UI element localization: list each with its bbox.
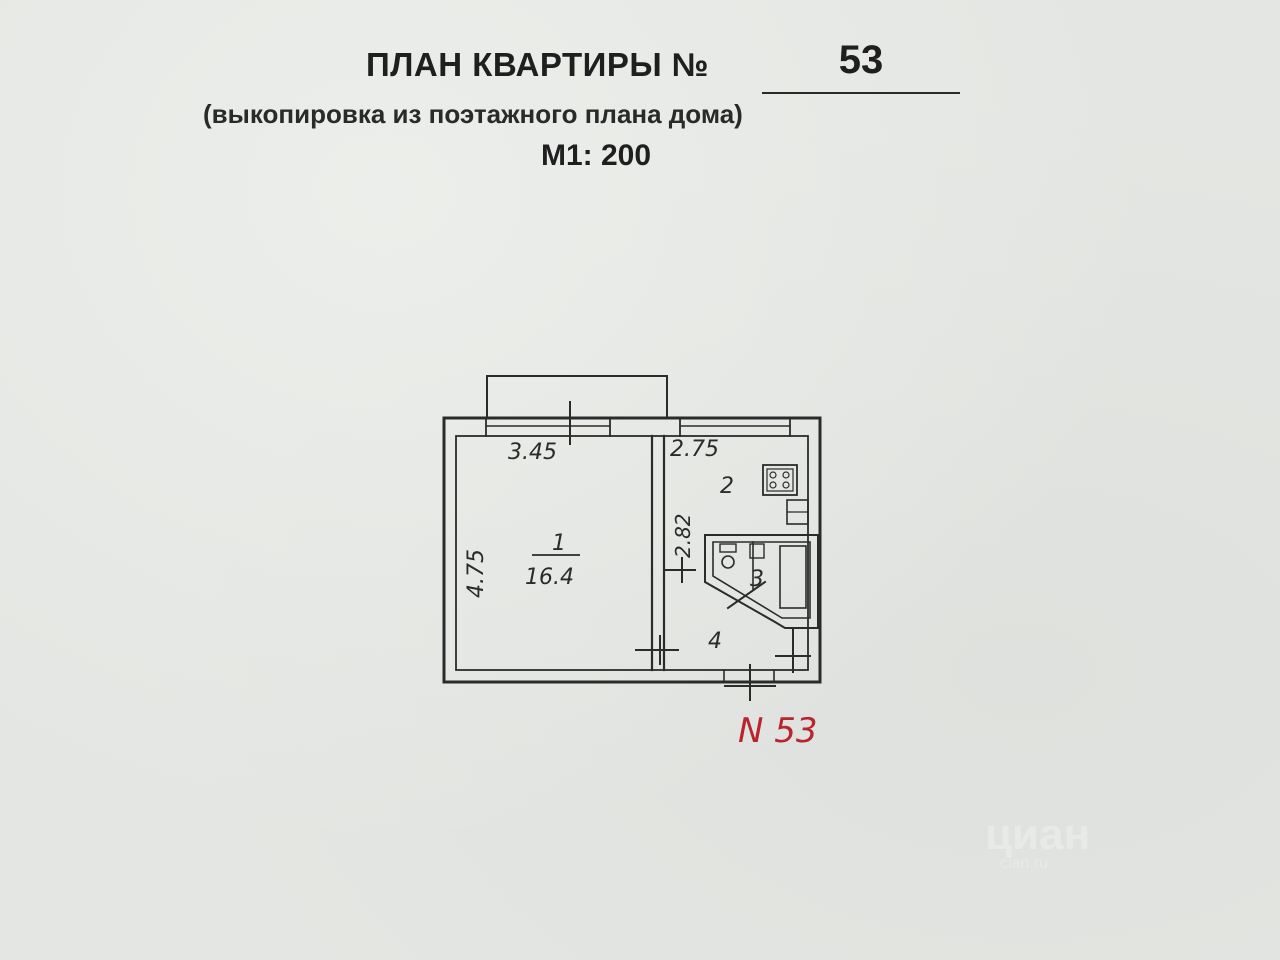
sink [749, 543, 765, 559]
inner-wall-line [455, 435, 809, 671]
bathroom-block [704, 534, 819, 629]
floor-plan: 3.45 2.75 4.75 2.82 1 16.4 2 3 4 N 53 [442, 375, 822, 751]
dim-kitchen-width: 2.75 [670, 437, 719, 462]
dim-room1-length: 4.75 [464, 549, 489, 598]
room-1-area: 16.4 [525, 565, 574, 590]
outer-wall [442, 416, 822, 684]
watermark-logo: циан [985, 810, 1091, 859]
scale-label: М1: 200 [541, 139, 652, 172]
apartment-number-underline [762, 92, 960, 94]
room-2-number: 2 [720, 474, 734, 499]
bathtub [779, 545, 807, 609]
toilet [721, 555, 735, 569]
dim-kitchen-length: 2.82 [671, 513, 695, 558]
apartment-annotation: N 53 [738, 711, 818, 751]
room-4-number: 4 [708, 629, 722, 654]
room-3-number: 3 [750, 567, 764, 592]
dim-room1-width: 3.45 [508, 440, 557, 465]
room-1-number: 1 [552, 531, 566, 556]
page-title: ПЛАН КВАРТИРЫ № [366, 46, 710, 83]
page-subtitle: (выкопировка из поэтажного плана дома) [203, 99, 743, 129]
apartment-number: 53 [838, 38, 884, 82]
stove [762, 464, 798, 496]
balcony [486, 375, 668, 419]
watermark-sub: cian.ru [1000, 855, 1049, 872]
